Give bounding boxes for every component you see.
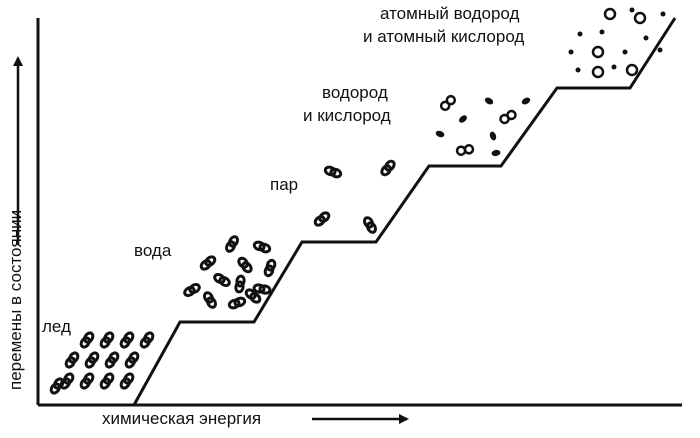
stage-label-steam: пар [270,175,298,194]
atomic-particles [568,7,666,79]
stage-label-atomic-line1: атомный водород [380,4,519,23]
stage-label-atomic-line2: и атомный кислород [363,27,524,46]
stage-label-hydrogen-oxygen-line1: водород [322,83,388,102]
h2-o2-molecules [434,93,532,157]
ice-molecules [47,329,157,397]
stage-label-hydrogen-oxygen-line2: и кислород [303,106,391,125]
x-axis-label: химическая энергия [102,409,261,428]
y-axis-label: перемены в состоянии [6,210,25,390]
energy-staircase [132,17,677,406]
steam-molecules [312,158,398,236]
water-molecules [181,233,278,311]
stage-label-water: вода [134,241,172,260]
stage-label-ice: лед [42,317,71,336]
